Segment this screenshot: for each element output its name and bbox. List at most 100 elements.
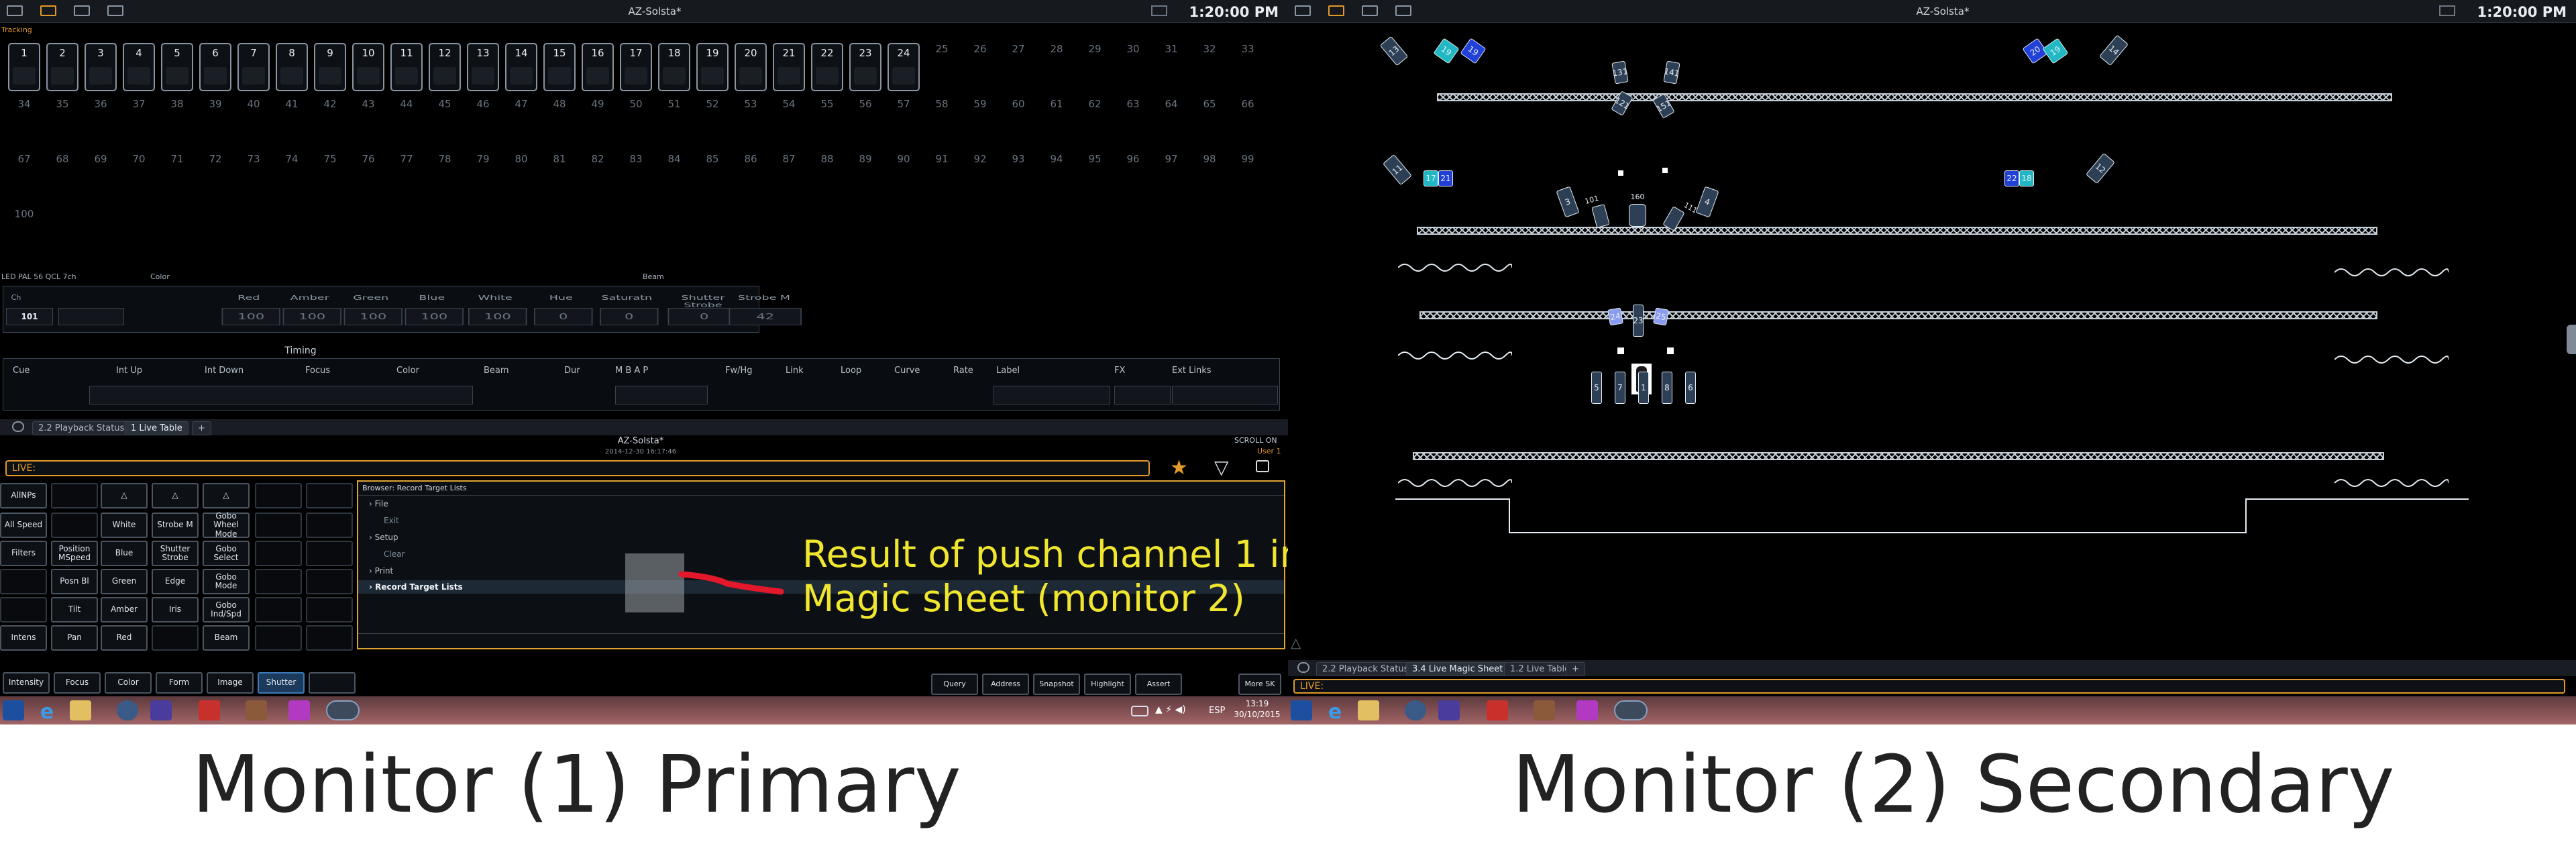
channel-28-inactive[interactable]: 28 [1040,43,1073,91]
channel-49-inactive[interactable]: 49 [582,98,614,146]
channel-50-inactive[interactable]: 50 [620,98,652,146]
app-icon[interactable] [1405,700,1426,720]
channel-72-inactive[interactable]: 72 [199,153,231,201]
channel-14[interactable]: 14 [505,43,537,91]
fixture-channel-number[interactable]: 101 [6,308,53,325]
display-3-icon[interactable] [107,5,123,16]
channel-59-inactive[interactable]: 59 [964,98,996,146]
softkey-query[interactable]: Query [931,674,978,695]
param-button--[interactable]: △ [152,483,199,508]
category-color[interactable]: Color [105,672,152,694]
tray-lang[interactable]: ESP [1209,706,1226,716]
channel-17[interactable]: 17 [620,43,652,91]
channel-68-inactive[interactable]: 68 [46,153,78,201]
browser-item-clear[interactable]: Clear [384,549,405,559]
empty-button[interactable] [152,625,199,651]
unlock-icon[interactable] [1256,460,1269,472]
channel-9[interactable]: 9 [314,43,346,91]
tab-add[interactable]: + [1566,662,1585,676]
folder-icon[interactable] [1358,700,1379,720]
channel-67-inactive[interactable]: 67 [8,153,40,201]
app-icon[interactable] [1576,700,1598,720]
channel-57-inactive[interactable]: 57 [888,98,920,146]
cue-cell[interactable] [1114,386,1171,405]
param-button-white[interactable]: White [101,513,148,538]
channel-73-inactive[interactable]: 73 [237,153,270,201]
monitor-icon[interactable] [1295,5,1311,16]
fixture-17[interactable]: 17 [1424,170,1438,186]
param-button-gobo-ind-spd[interactable]: Gobo Ind/Spd [203,597,250,623]
empty-category-button[interactable] [309,672,356,694]
channel-95-inactive[interactable]: 95 [1079,153,1111,201]
app-icon[interactable] [199,700,220,720]
param-value[interactable]: 100 [468,308,527,325]
param-button-blue[interactable]: Blue [101,541,148,566]
fixture-6[interactable]: 6 [1685,372,1696,404]
tab-live-table[interactable]: 1 Live Table [125,421,189,435]
channel-66-inactive[interactable]: 66 [1232,98,1264,146]
param-button-intens[interactable]: Intens [0,625,47,651]
param-button-all-speed[interactable]: All Speed [0,513,47,538]
start-icon[interactable] [1291,700,1312,720]
channel-1[interactable]: 1 [8,43,40,91]
app-icon[interactable] [1438,700,1460,720]
command-line[interactable]: LIVE: [1293,679,2565,694]
channel-29-inactive[interactable]: 29 [1079,43,1111,91]
channel-94-inactive[interactable]: 94 [1040,153,1073,201]
channel-13[interactable]: 13 [467,43,499,91]
channel-39-inactive[interactable]: 39 [199,98,231,146]
tray-date[interactable]: 30/10/2015 [1234,710,1281,719]
category-intensity[interactable]: Intensity [3,672,50,694]
channel-87-inactive[interactable]: 87 [773,153,805,201]
empty-button[interactable] [306,597,353,623]
category-image[interactable]: Image [207,672,254,694]
channel-47-inactive[interactable]: 47 [505,98,537,146]
fixture-18[interactable]: 18 [2019,170,2034,186]
channel-20[interactable]: 20 [735,43,767,91]
param-button-gobo-wheel-mode[interactable]: Gobo Wheel Mode [203,512,250,538]
channel-86-inactive[interactable]: 86 [735,153,767,201]
fixture-22[interactable]: 22 [2004,170,2019,186]
param-button-gobo-select[interactable]: Gobo Select [203,541,250,566]
param-button-posn-bl[interactable]: Posn Bl [51,569,98,594]
param-value[interactable]: 100 [343,308,402,325]
channel-25-inactive[interactable]: 25 [926,43,958,91]
keyboard-icon[interactable] [2439,5,2455,16]
channel-98-inactive[interactable]: 98 [1193,153,1226,201]
cue-cell[interactable] [994,386,1110,405]
channel-51-inactive[interactable]: 51 [658,98,690,146]
channel-18[interactable]: 18 [658,43,690,91]
side-scroll-handle[interactable] [2567,325,2576,354]
fixture-13[interactable]: 13 [1379,36,1409,66]
app-icon[interactable] [117,700,138,720]
fixture-11[interactable]: 11 [1383,154,1412,186]
param-button-iris[interactable]: Iris [152,597,199,623]
tab-live-table[interactable]: 1.2 Live Table [1504,662,1576,676]
app-icon[interactable] [1534,700,1555,720]
fixture-blank-cell[interactable] [58,308,124,325]
channel-75-inactive[interactable]: 75 [314,153,346,201]
channel-37-inactive[interactable]: 37 [123,98,155,146]
channel-34-inactive[interactable]: 34 [8,98,40,146]
channel-62-inactive[interactable]: 62 [1079,98,1111,146]
channel-46-inactive[interactable]: 46 [467,98,499,146]
fixture-19b[interactable]: 19 [1460,38,1487,64]
param-button-green[interactable]: Green [101,569,148,594]
channel-55-inactive[interactable]: 55 [811,98,843,146]
channel-12[interactable]: 12 [429,43,461,91]
channel-16[interactable]: 16 [582,43,614,91]
channel-52-inactive[interactable]: 52 [696,98,729,146]
category-focus[interactable]: Focus [54,672,101,694]
channel-88-inactive[interactable]: 88 [811,153,843,201]
browser-item-file[interactable]: › File [369,499,388,508]
param-value[interactable]: 100 [405,308,464,325]
fixture-25[interactable]: 25 [1653,307,1669,326]
fixture-23[interactable]: 23 [1633,305,1644,337]
channel-92-inactive[interactable]: 92 [964,153,996,201]
channel-8[interactable]: 8 [276,43,308,91]
tray-time[interactable]: 13:19 [1245,699,1269,708]
channel-91-inactive[interactable]: 91 [926,153,958,201]
channel-4[interactable]: 4 [123,43,155,91]
app-icon[interactable] [150,700,172,720]
category-form[interactable]: Form [156,672,203,694]
